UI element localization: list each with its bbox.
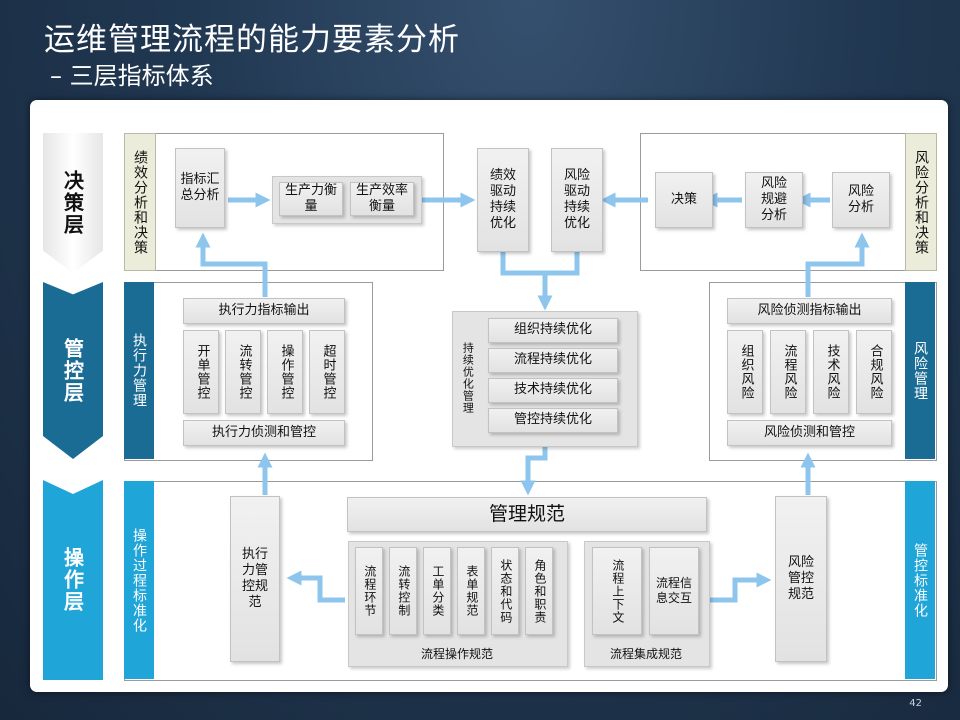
arrow-integ-to-risk bbox=[708, 572, 772, 603]
continuous-label: 持续优化管理 bbox=[461, 342, 475, 414]
layer-operation: 操作层 bbox=[43, 480, 103, 680]
arrow-exec-to-summary bbox=[195, 232, 268, 297]
layer-decision: 决策层 bbox=[43, 133, 103, 273]
box-risk-item-0: 组织风险 bbox=[727, 330, 763, 414]
box-exec-monitor: 执行力侦测和管控 bbox=[183, 420, 345, 446]
box-indicator-summary: 指标汇总分析 bbox=[175, 148, 225, 228]
slide-subtitle: – 三层指标体系 bbox=[50, 62, 214, 90]
box-flow-op-item-3: 表单规范 bbox=[457, 547, 485, 635]
slide-title: 运维管理流程的能力要素分析 bbox=[44, 22, 460, 58]
box-integ-item-0: 流程上下文 bbox=[592, 547, 642, 635]
integ-caption: 流程集成规范 bbox=[609, 647, 682, 661]
box-mgmt-spec: 管理规范 bbox=[347, 497, 707, 532]
box-continuous-item-3: 管控持续优化 bbox=[488, 408, 618, 433]
box-risk-analysis: 风险分析 bbox=[832, 172, 890, 228]
layer-control: 管控层 bbox=[43, 282, 103, 459]
box-risk-avoid: 风险规避分析 bbox=[745, 172, 803, 228]
box-flow-op-item-5: 角色和职责 bbox=[525, 547, 553, 635]
box-exec-item-3: 超时管控 bbox=[309, 330, 345, 414]
box-risk-driven: 风险驱动持续优化 bbox=[551, 148, 603, 252]
box-continuous-item-1: 流程持续优化 bbox=[488, 348, 618, 373]
box-integ-item-1: 流程信息交互 bbox=[649, 547, 699, 635]
page-number: 42 bbox=[909, 698, 922, 709]
box-continuous-item-2: 技术持续优化 bbox=[488, 378, 618, 403]
box-perf-driven: 绩效驱动持续优化 bbox=[477, 148, 529, 252]
arrow-drive-to-continuous bbox=[500, 252, 580, 303]
side-label-risk-analysis: 风险分析和决策 bbox=[905, 133, 937, 271]
side-label-ctrl-std: 管控标准化 bbox=[905, 481, 935, 679]
side-label-perf-analysis: 绩效分析和决策 bbox=[124, 133, 156, 271]
flow-op-caption: 流程操作规范 bbox=[420, 647, 493, 661]
box-risk-spec: 风险管控规范 bbox=[775, 496, 827, 662]
box-flow-op-item-0: 流程环节 bbox=[355, 547, 383, 635]
arrow-continuous-to-spec bbox=[520, 438, 548, 496]
box-exec-indicator-output: 执行力指标输出 bbox=[183, 298, 345, 324]
arrow-flowop-to-exec bbox=[286, 570, 345, 603]
box-risk-item-3: 合规风险 bbox=[856, 330, 892, 414]
side-label-op-std: 操作过程标准化 bbox=[124, 481, 154, 679]
arrow-risk-to-analysis bbox=[805, 232, 870, 297]
riskmgmt-section-outline bbox=[709, 282, 937, 461]
box-exec-item-0: 开单管控 bbox=[183, 330, 219, 414]
box-exec-spec: 执行力管控规范 bbox=[230, 496, 280, 662]
box-risk-item-2: 技术风险 bbox=[813, 330, 849, 414]
box-risk-monitor: 风险侦测和管控 bbox=[727, 420, 892, 446]
box-efficiency: 生产效率衡量 bbox=[350, 182, 414, 216]
box-exec-item-2: 操作管控 bbox=[267, 330, 303, 414]
box-flow-op-item-2: 工单分类 bbox=[423, 547, 451, 635]
side-label-risk-mgmt: 风险管理 bbox=[905, 282, 935, 459]
box-risk-item-1: 流程风险 bbox=[770, 330, 806, 414]
box-flow-op-item-1: 流转控制 bbox=[389, 547, 417, 635]
box-exec-item-1: 流转管控 bbox=[225, 330, 261, 414]
box-decision: 决策 bbox=[655, 172, 713, 228]
side-label-exec-mgmt: 执行力管理 bbox=[124, 282, 154, 459]
box-flow-op-item-4: 状态和代码 bbox=[491, 547, 519, 635]
box-risk-indicator-output: 风险侦测指标输出 bbox=[727, 298, 892, 324]
box-continuous-item-0: 组织持续优化 bbox=[488, 318, 618, 343]
box-productivity: 生产力衡量 bbox=[279, 182, 343, 216]
